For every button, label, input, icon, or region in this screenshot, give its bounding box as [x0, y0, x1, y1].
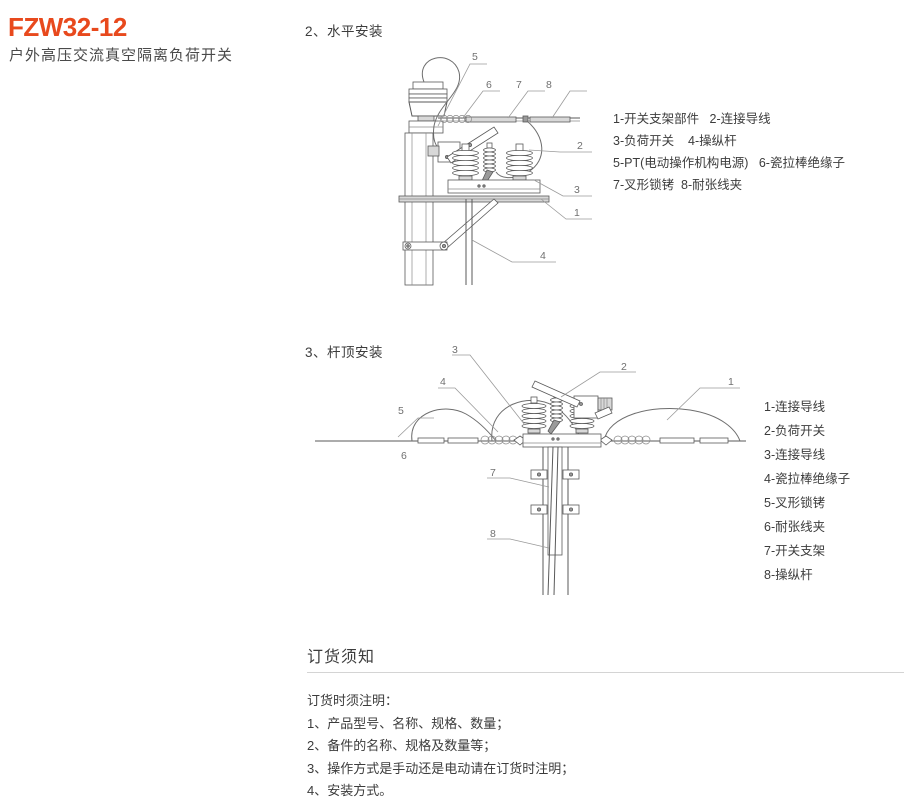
insulator-stack-left-1 [452, 143, 479, 181]
insulator-stack-left-2 [521, 396, 547, 434]
operating-mechanism-box-1 [427, 126, 499, 164]
ordering-divider [307, 672, 904, 673]
conductor-line-assembly-1 [438, 115, 580, 179]
callout-5-d1: 5 [472, 51, 478, 63]
arcing-loops-right [599, 407, 741, 446]
insulator-stack-middle-2 [547, 392, 563, 435]
callout-3-d1: 3 [574, 184, 580, 196]
callout-2-d2: 2 [621, 361, 627, 373]
callout-7-d1: 7 [516, 79, 522, 91]
ordering-notice-body: 订货时须注明： 1、产品型号、名称、规格、数量； 2、备件的名称、规格及数量等；… [307, 693, 575, 798]
callout-1-d1: 1 [574, 207, 580, 219]
insulator-stack-middle-1 [480, 142, 496, 187]
insulator-stack-right-2 [569, 396, 595, 434]
section-heading-horizontal-mount: 2、水平安装 [305, 24, 384, 39]
spiral-coil-1 [440, 115, 472, 123]
spiral-coil-left-2 [480, 435, 518, 445]
insulator-stack-right-1 [506, 143, 533, 181]
operating-mechanism-box-2 [531, 380, 613, 420]
operating-rod-1 [465, 199, 473, 285]
utility-pole-2 [530, 446, 580, 595]
callout-2-d1: 2 [577, 140, 583, 152]
legend-pole-top-mount: 1-连接导线 2-负荷开关 3-连接导线 4-瓷拉棒绝缘子 5-叉形锁铐 6-耐… [764, 400, 851, 582]
section-heading-pole-top-mount: 3、杆顶安装 [305, 345, 384, 360]
callout-4-d2: 4 [440, 376, 446, 388]
callout-3-d2: 3 [452, 344, 458, 356]
switch-support-bracket-1 [398, 195, 550, 251]
product-name-subtitle: 户外高压交流真空隔离负荷开关 [9, 47, 234, 64]
product-model-title: FZW32-12 [8, 12, 127, 42]
pole-body-1 [404, 132, 434, 286]
callout-5-d2: 5 [398, 405, 404, 417]
legend-horizontal-mount: 1-开关支架部件 2-连接导线 3-负荷开关 4-操纵杆 5-PT(电动操作机构… [613, 112, 845, 192]
operating-rod-2 [547, 446, 559, 596]
switch-body-2 [522, 433, 602, 448]
ordering-notice-heading: 订货须知 [307, 649, 376, 666]
callout-8-d2: 8 [490, 528, 496, 540]
switch-base-box-1 [447, 179, 541, 194]
pt-transformer-unit [408, 57, 461, 151]
utility-pole-1 [408, 135, 429, 285]
callouts-diagram-2: 5 6 4 3 2 1 7 8 [397, 344, 740, 549]
callout-1-d2: 1 [728, 376, 734, 388]
callouts-diagram-1: 5 6 7 8 2 3 1 4 [437, 51, 592, 263]
callout-4-d1: 4 [540, 250, 546, 262]
callout-6-d1: 6 [486, 79, 492, 91]
arcing-loops-left [411, 399, 583, 446]
callout-7-d2: 7 [490, 467, 496, 479]
callout-6-d2: 6 [401, 450, 407, 462]
callout-8-d1: 8 [546, 79, 552, 91]
spiral-coil-right-2 [613, 435, 651, 445]
